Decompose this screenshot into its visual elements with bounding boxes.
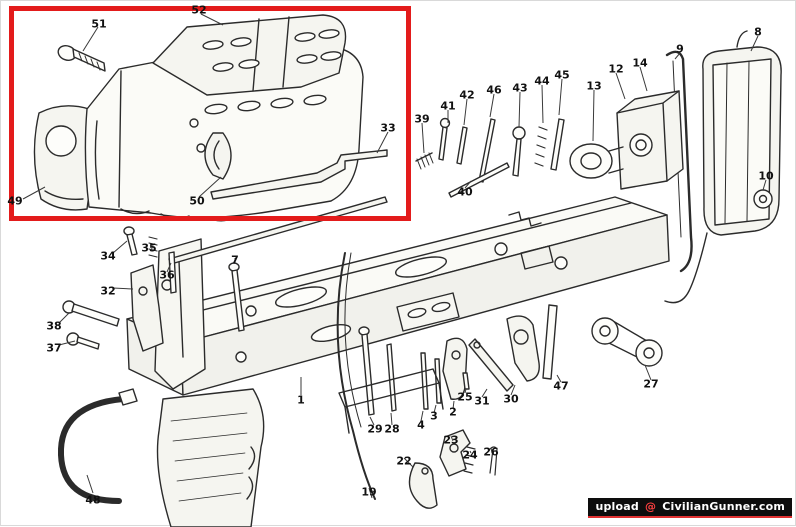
bolt-30: [506, 315, 540, 382]
link-47: [542, 304, 558, 380]
spring-44: [534, 126, 548, 167]
handguard-front-cap: [33, 105, 93, 211]
pin-43: [512, 126, 526, 177]
hammer-23: [439, 429, 471, 477]
handguard-body: [84, 46, 364, 222]
trigger-22: [408, 462, 438, 509]
rod-38: [62, 300, 120, 327]
block-12-14: [616, 90, 684, 190]
pin-28: [386, 343, 397, 412]
watermark-at-sign: @: [645, 499, 657, 513]
trigger-guard-48: [57, 388, 138, 504]
pin-25: [462, 372, 470, 390]
swivel-27: [591, 317, 663, 367]
sear-32: [130, 264, 164, 352]
receiver-body: [126, 196, 670, 396]
sling-loop: [204, 132, 232, 180]
bottom-rail: [338, 368, 444, 434]
rod-4: [420, 352, 429, 410]
handguard-screw: [57, 45, 106, 72]
rod-46: [478, 118, 496, 183]
slot-plate: [396, 292, 460, 332]
pin-34: [123, 226, 138, 256]
watermark-site: CivilianGunner.com: [662, 499, 785, 513]
spring-35: [148, 236, 158, 258]
flat-spring: [210, 149, 388, 200]
pin-45: [550, 118, 565, 171]
small-coil-spring-39: [415, 152, 434, 170]
watermark: upload @ CivilianGunner.com: [588, 497, 792, 518]
watermark-prefix: upload: [595, 499, 639, 513]
handguard-top-cover: [152, 14, 347, 96]
cotter-pin-26: [489, 446, 498, 476]
washer-10: [753, 189, 773, 209]
recoil-spring-19: [336, 252, 376, 500]
drum-13: [569, 143, 624, 179]
leader-lines: [22, 13, 767, 499]
pin-42: [456, 126, 468, 165]
pistol-grip: [156, 388, 265, 527]
bar-31: [468, 338, 514, 392]
buttplate-8: [664, 30, 782, 304]
pin-7: [228, 262, 245, 332]
pin-29: [358, 326, 375, 416]
spring-24: [463, 446, 476, 474]
screw-37: [66, 332, 100, 350]
pin-36: [168, 251, 177, 294]
rod-40: [448, 162, 510, 198]
sear-lever-2: [442, 337, 468, 400]
pin-41: [438, 117, 451, 161]
